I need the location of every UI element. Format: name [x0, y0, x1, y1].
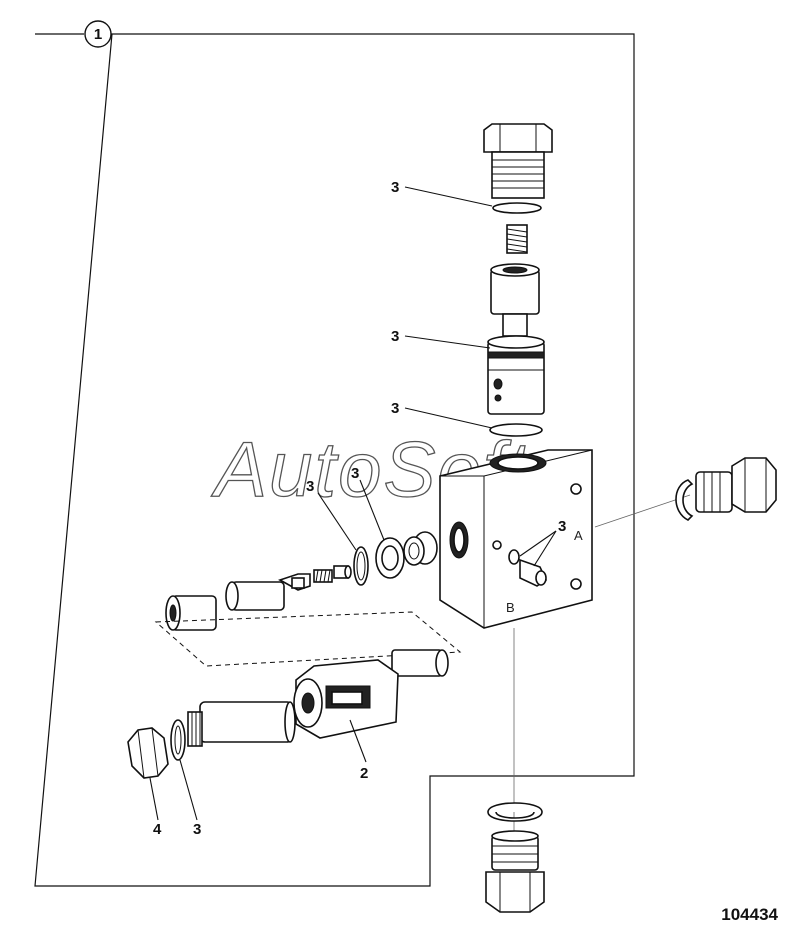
- callout-3-bottom: 3: [193, 821, 201, 838]
- callout-3-middle: 3: [391, 328, 399, 345]
- spring-top: [506, 224, 528, 254]
- ball-seat: [333, 565, 352, 579]
- group-callout-label: 1: [94, 26, 102, 43]
- port-a-label: A: [574, 528, 583, 543]
- alternative-assembly-outline: [154, 611, 462, 667]
- assembly-border: [34, 33, 635, 887]
- group-callout-circle: [84, 20, 112, 48]
- o-ring-left-1: [353, 546, 369, 586]
- handle-body: [293, 659, 399, 739]
- piston-left: [165, 595, 217, 631]
- callout-3-lower: 3: [391, 400, 399, 417]
- o-ring-top: [492, 202, 542, 214]
- callout-2: 2: [360, 765, 368, 782]
- callout-3-left-a: 3: [306, 478, 314, 495]
- o-ring-lower: [170, 719, 186, 761]
- needle-poppet: [278, 573, 311, 591]
- circlip-bottom: [487, 802, 543, 822]
- end-cap-knob: [127, 727, 169, 779]
- bushing: [403, 531, 438, 566]
- circlip-right: [675, 479, 694, 521]
- check-plug: [519, 558, 548, 587]
- seal-washer: [375, 537, 405, 579]
- sleeve-tube: [391, 649, 449, 677]
- callout-3-top: 3: [391, 179, 399, 196]
- reference-number: 104434: [721, 905, 778, 924]
- centerline-right: [594, 494, 691, 528]
- poppet-piston: [490, 263, 540, 337]
- valve-block: [439, 449, 593, 629]
- callout-4: 4: [153, 821, 162, 838]
- cartridge-sleeve: [487, 335, 545, 415]
- o-ring-block: [508, 549, 520, 565]
- spring-left: [313, 569, 333, 583]
- fitting-right: [695, 457, 777, 513]
- port-b-label: B: [506, 600, 515, 615]
- callout-3-left-b: 3: [351, 465, 359, 482]
- plug-cap: [483, 123, 553, 199]
- fitting-bottom: [485, 830, 545, 913]
- o-ring-middle: [489, 423, 543, 437]
- stem-shaft: [187, 701, 296, 747]
- callout-3-block: 3: [558, 518, 566, 535]
- piston-rod-left: [225, 581, 285, 611]
